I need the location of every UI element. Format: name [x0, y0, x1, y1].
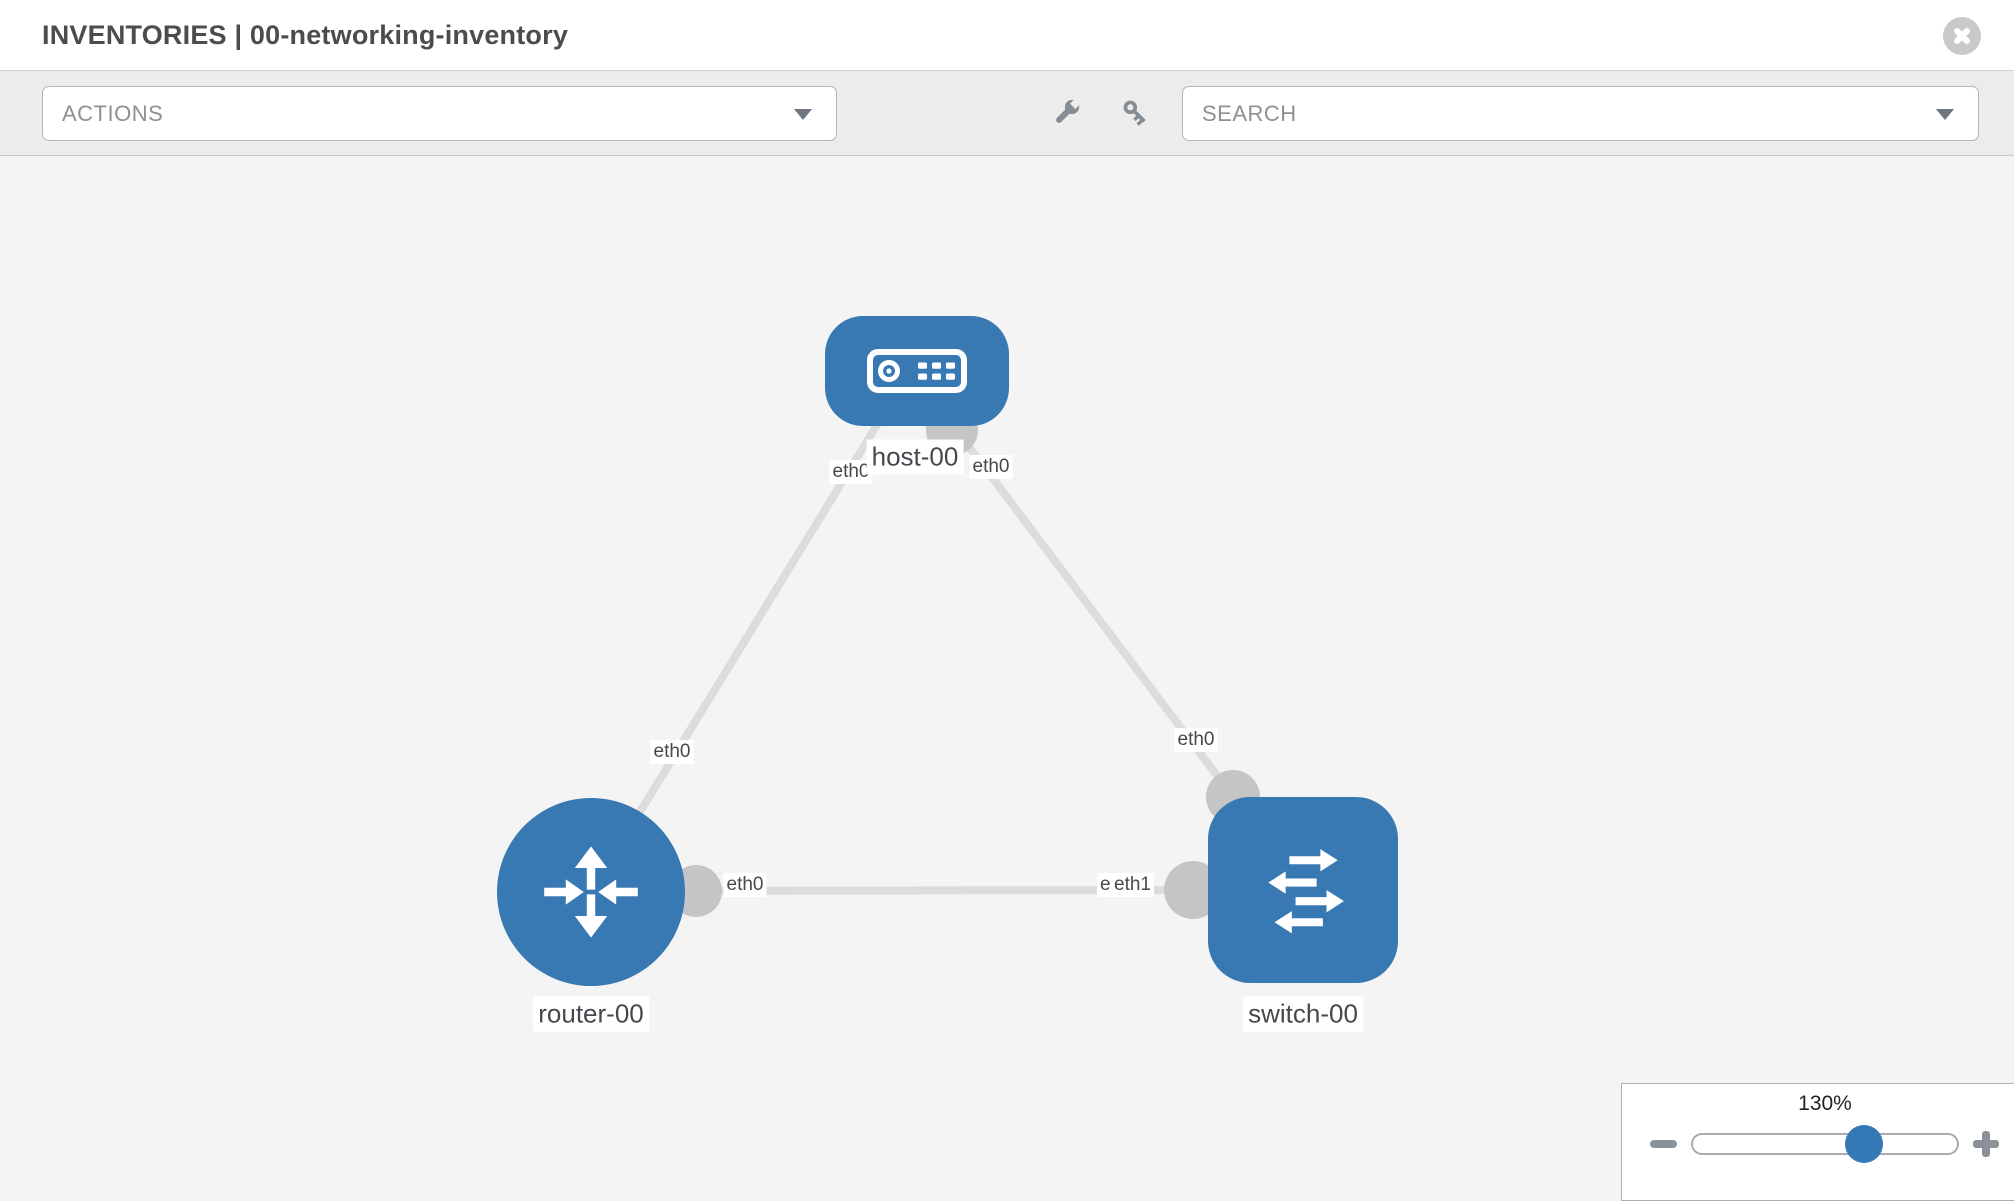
- toolbar: ACTIONS SEARCH: [0, 71, 2014, 156]
- zoom-slider-track[interactable]: [1691, 1133, 1959, 1155]
- node-switch-00[interactable]: [1208, 797, 1398, 983]
- node-label-host: host-00: [866, 439, 964, 475]
- interface-label: eth1: [1111, 873, 1154, 897]
- chevron-down-icon: [1936, 109, 1954, 120]
- interface-label: eth0: [969, 455, 1013, 479]
- zoom-control-panel: 130%: [1621, 1083, 2014, 1201]
- interface-label: eth0: [723, 873, 767, 897]
- node-label-switch: switch-00: [1243, 996, 1363, 1032]
- interface-label: eth0: [650, 740, 694, 764]
- switch-icon: [1268, 849, 1344, 934]
- zoom-slider-thumb[interactable]: [1845, 1125, 1883, 1163]
- key-icon[interactable]: [1120, 97, 1152, 129]
- zoom-out-minus-icon[interactable]: [1650, 1140, 1677, 1148]
- search-dropdown[interactable]: SEARCH: [1182, 86, 1979, 141]
- node-host-00[interactable]: [825, 316, 1009, 426]
- panel-header: INVENTORIES | 00-networking-inventory: [0, 0, 2014, 71]
- actions-dropdown[interactable]: ACTIONS: [42, 86, 837, 141]
- node-label-router: router-00: [533, 996, 649, 1032]
- interface-label: eth0: [829, 460, 873, 484]
- page-title: INVENTORIES | 00-networking-inventory: [42, 20, 569, 50]
- interface-dot-switch-left: [1164, 861, 1222, 919]
- wrench-icon[interactable]: [1050, 97, 1082, 129]
- zoom-level-value: 130%: [1798, 1092, 1852, 1115]
- chevron-down-icon: [794, 109, 812, 120]
- router-icon: [544, 846, 638, 938]
- node-router-00[interactable]: [497, 798, 685, 986]
- zoom-in-plus-icon[interactable]: [1972, 1130, 2000, 1158]
- close-button[interactable]: [1943, 17, 1981, 55]
- links-layer: [587, 404, 1260, 919]
- interface-label: eth0: [1174, 728, 1218, 752]
- search-dropdown-label: SEARCH: [1202, 101, 1297, 126]
- topology-canvas[interactable]: eth0 eth0 eth0 eth0 eth0 eth0 eth1 host-…: [0, 156, 2014, 1200]
- host-icon: [867, 349, 967, 393]
- actions-dropdown-label: ACTIONS: [62, 101, 164, 126]
